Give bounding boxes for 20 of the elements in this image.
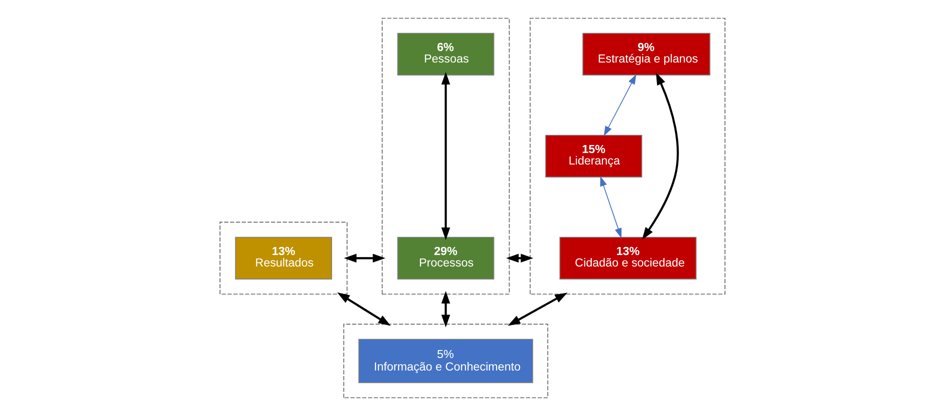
arrow <box>506 254 533 263</box>
cluster <box>219 222 348 295</box>
cluster <box>381 18 510 295</box>
node-box: 9% Estratégia e planos <box>582 32 710 76</box>
node-box: 15% Liderança <box>544 134 642 178</box>
arrow <box>641 72 678 240</box>
node-box: 13% Cidadão e sociedade <box>558 236 696 280</box>
node-box: 6% Pessoas <box>396 32 494 76</box>
arrow <box>603 74 636 136</box>
node-box: 29% Processos <box>396 236 494 280</box>
arrow <box>440 72 450 240</box>
arrow <box>507 292 567 326</box>
arrow <box>440 290 450 328</box>
node-box: 5% Informação e Conhecimento <box>358 338 533 384</box>
arrow <box>343 254 385 263</box>
cluster <box>529 18 725 295</box>
node-box: 13% Resultados <box>234 236 332 280</box>
arrow <box>600 176 622 238</box>
arrow <box>336 292 390 326</box>
cluster <box>342 324 548 398</box>
